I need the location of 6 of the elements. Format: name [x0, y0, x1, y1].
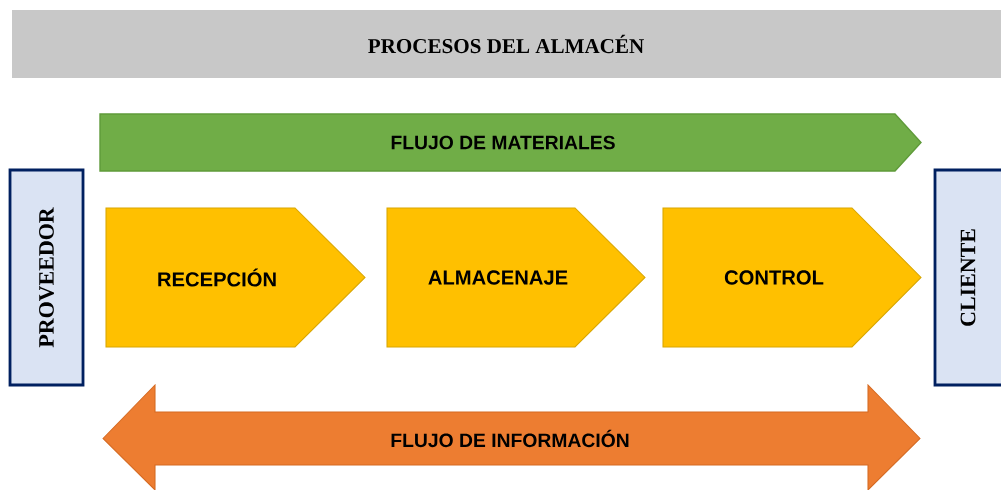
title-band: PROCESOS DEL ALMACÉN [12, 10, 1001, 78]
party-box: PROVEEDOR [8, 168, 85, 387]
party-box: CLIENTE [933, 168, 1001, 387]
process-step: RECEPCIÓN [105, 207, 366, 348]
process-step: CONTROL [662, 207, 922, 348]
process-step: ALMACENAJE [386, 207, 646, 348]
